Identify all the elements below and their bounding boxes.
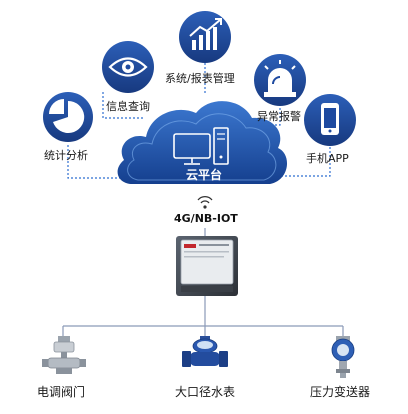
- module-icon-system: [179, 11, 231, 63]
- module-icon-app: [304, 94, 356, 146]
- module-label-alarm: 异常报警: [257, 110, 301, 123]
- module-label-query: 信息查询: [106, 100, 150, 113]
- cloud-platform-label: 云平台: [186, 168, 223, 182]
- cloud-platform: [117, 101, 288, 184]
- wifi-signal-icon: [197, 196, 213, 209]
- device-label-water-meter: 大口径水表: [175, 385, 236, 399]
- cloud-shape: [117, 101, 288, 184]
- gateway-device-icon: [176, 236, 238, 296]
- module-icon-stats: [43, 92, 93, 142]
- device-icon-pressure-transmitter: [331, 336, 355, 378]
- connector-app: [268, 147, 331, 177]
- module-label-app: 手机APP: [306, 152, 349, 165]
- device-icon-electric-valve: [42, 336, 86, 374]
- device-label-pressure: 压力变送器: [310, 385, 371, 399]
- module-icon-alarm: [254, 54, 306, 106]
- module-icon-query: [102, 41, 154, 93]
- protocol-label: 4G/NB-IOT: [174, 212, 238, 225]
- device-icon-water-meter: [182, 336, 228, 367]
- device-label-valve: 电调阀门: [37, 385, 86, 399]
- connector-query: [102, 92, 145, 119]
- connector-stats: [67, 145, 140, 179]
- module-label-stats: 统计分析: [44, 149, 88, 162]
- device-connectors: [62, 296, 344, 336]
- server-tower-icon: [213, 127, 229, 165]
- module-label-system: 系统/报表管理: [165, 72, 235, 85]
